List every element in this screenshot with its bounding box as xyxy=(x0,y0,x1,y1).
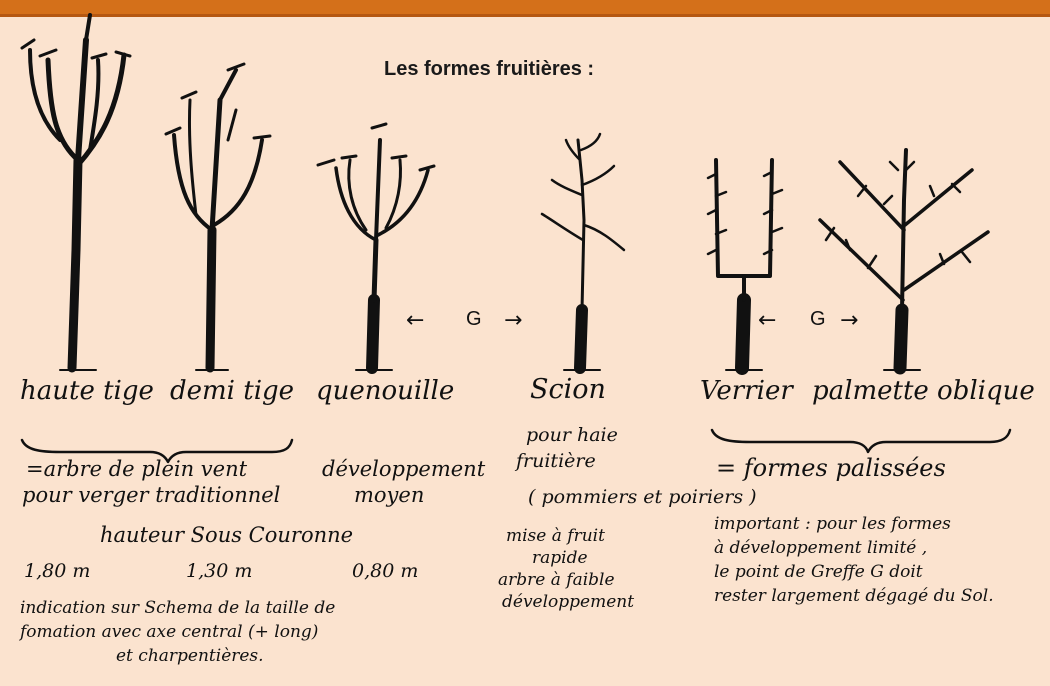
hauteur-title: hauteur Sous Couronne xyxy=(100,523,354,547)
mise-a-fruit-line-1: mise à fruit xyxy=(506,526,605,546)
indication-line-3: et charpentières. xyxy=(116,646,264,666)
arrow-left-2: ← xyxy=(758,308,777,333)
tree-haute-tige xyxy=(20,13,132,373)
mise-a-fruit-line-2: rapide xyxy=(532,548,588,568)
graft-marker-1: G xyxy=(466,308,482,330)
tree-demi-tige xyxy=(164,62,272,373)
plein-vent-line-1: =arbre de plein vent xyxy=(26,457,248,481)
hauteur-value-1: 1,80 m xyxy=(24,560,91,582)
label-demi-tige: demi tige xyxy=(170,376,295,406)
arrow-left-1: ← xyxy=(406,308,425,333)
haie-line-2: fruitière xyxy=(516,450,596,472)
mise-a-fruit-line-4: développement xyxy=(502,592,635,612)
label-verrier: Verrier xyxy=(700,376,793,406)
hauteur-value-3: 0,80 m xyxy=(352,560,419,582)
important-line-2: à développement limité , xyxy=(714,538,928,558)
tree-quenouille xyxy=(316,122,436,374)
tree-scion xyxy=(540,132,626,374)
palissees-label: = formes palissées xyxy=(716,454,946,482)
arrow-right-1: → xyxy=(504,308,523,333)
header-bar xyxy=(0,0,1050,14)
developpement-line-2: moyen xyxy=(354,483,425,507)
arrow-right-2: → xyxy=(840,308,859,333)
tree-palmette-oblique xyxy=(818,148,990,375)
haie-line-1: pour haie xyxy=(526,424,618,446)
indication-line-2: fomation avec axe central (+ long) xyxy=(20,622,319,642)
label-haute-tige: haute tige xyxy=(20,376,154,406)
label-scion: Scion xyxy=(530,374,606,405)
hauteur-value-2: 1,30 m xyxy=(186,560,253,582)
tree-verrier xyxy=(706,158,784,375)
page-title: Les formes fruitières : xyxy=(384,58,595,80)
label-quenouille: quenouille xyxy=(316,376,455,406)
mise-a-fruit-line-3: arbre à faible xyxy=(498,570,615,590)
important-line-1: important : pour les formes xyxy=(714,514,951,534)
brace-palissees xyxy=(710,428,1012,454)
header-bar-shadow xyxy=(0,14,1050,17)
indication-line-1: indication sur Schema de la taille de xyxy=(20,598,336,618)
important-line-3: le point de Greffe G doit xyxy=(714,562,923,582)
label-palmette-oblique: palmette oblique xyxy=(812,376,1035,406)
pommiers-label: ( pommiers et poiriers ) xyxy=(528,486,757,508)
important-line-4: rester largement dégagé du Sol. xyxy=(714,586,994,606)
graft-marker-2: G xyxy=(810,308,826,330)
plein-vent-line-2: pour verger traditionnel xyxy=(22,483,281,507)
brace-plein-vent xyxy=(20,438,294,464)
developpement-line-1: développement xyxy=(322,457,486,481)
